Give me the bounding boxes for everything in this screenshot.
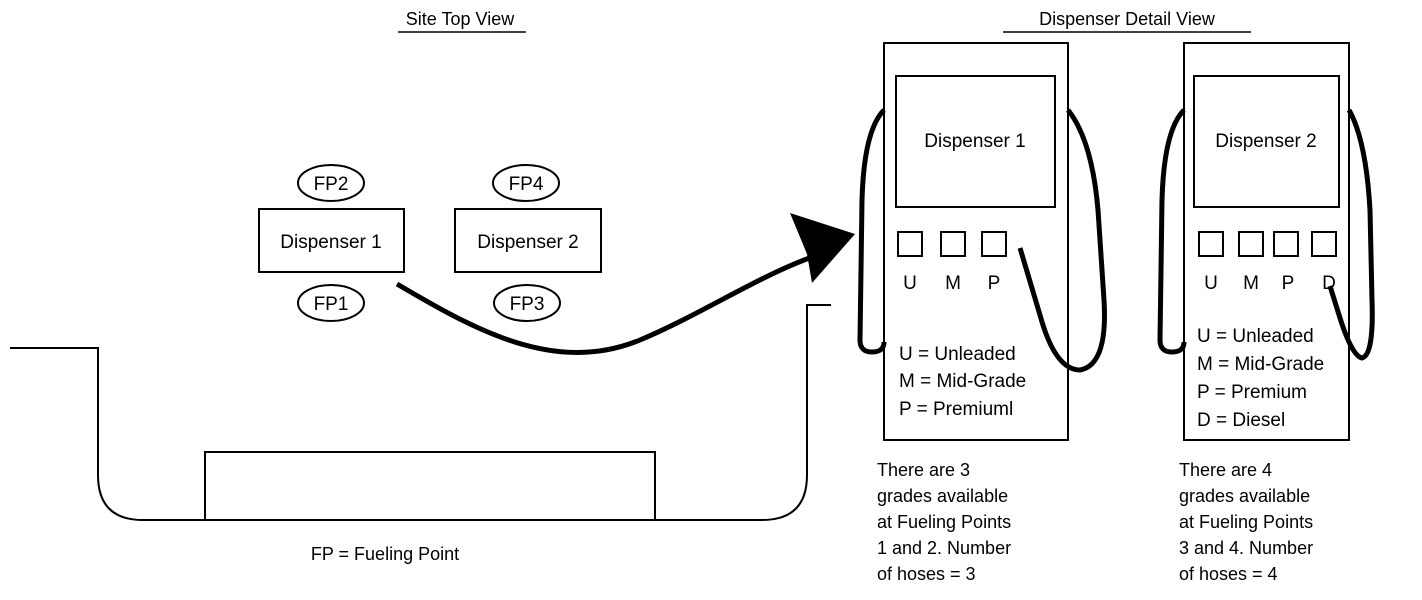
grade-label-p: P [988, 273, 1001, 294]
note-line-5: of hoses = 4 [1179, 564, 1278, 584]
key-line-1: U = Unleaded [899, 344, 1016, 365]
note-line-1: There are 3 [877, 460, 970, 480]
key-line-2: M = Mid-Grade [899, 371, 1026, 392]
grade-label-p: P [1282, 273, 1295, 294]
dispenser-1-screen [895, 75, 1056, 208]
grade-button-m [1238, 231, 1264, 257]
note-line-4: 3 and 4. Number [1179, 538, 1313, 558]
fp4-marker: FP4 [492, 164, 560, 202]
grade-button-m [940, 231, 966, 257]
fp1-marker: FP1 [297, 284, 365, 322]
dispenser-1-hose-right [1017, 108, 1107, 373]
note-line-5: of hoses = 3 [877, 564, 976, 584]
site-dispenser-1: Dispenser 1 [258, 208, 405, 273]
dispenser-1-screen-label: Dispenser 1 [924, 131, 1025, 152]
note-line-4: 1 and 2. Number [877, 538, 1011, 558]
dispenser-2-hose-left [1157, 108, 1187, 355]
note-line-1: There are 4 [1179, 460, 1272, 480]
fp-legend: FP = Fueling Point [311, 544, 459, 564]
fp2-label: FP2 [314, 174, 349, 195]
detail-dispenser-2: Dispenser 2 U M P D U = Unleaded M = Mid… [1157, 42, 1375, 584]
site-dispenser-2-label: Dispenser 2 [477, 232, 578, 253]
detail-view-title: Dispenser Detail View [1039, 9, 1216, 29]
grade-label-u: U [1204, 273, 1218, 294]
grade-label-m: M [1243, 273, 1259, 294]
detail-arrow-shaft [395, 253, 816, 355]
dispenser-2-body [1183, 42, 1350, 441]
detail-arrow-head [790, 213, 855, 283]
fp3-label: FP3 [510, 294, 545, 315]
key-line-2: M = Mid-Grade [1197, 354, 1324, 375]
grade-label-u: U [903, 273, 917, 294]
key-line-1: U = Unleaded [1197, 326, 1314, 347]
building [204, 451, 656, 521]
fp2-marker: FP2 [297, 164, 365, 202]
grade-label-m: M [945, 273, 961, 294]
note-line-3: at Fueling Points [877, 512, 1011, 532]
key-line-3: P = Premium [1197, 382, 1307, 403]
grade-button-d [1311, 231, 1337, 257]
note-line-2: grades available [877, 486, 1008, 506]
dispenser-2-hose-right [1327, 108, 1375, 361]
key-line-4: D = Diesel [1197, 410, 1285, 431]
grade-button-u [1198, 231, 1224, 257]
grade-button-p [1273, 231, 1299, 257]
detail-dispenser-1: Dispenser 1 U M P U = Unleaded M = Mid-G… [857, 42, 1107, 584]
site-view-title: Site Top View [406, 9, 515, 29]
site-dispenser-1-label: Dispenser 1 [280, 232, 381, 253]
site-dispenser-2: Dispenser 2 [454, 208, 602, 273]
dispenser-1-body [883, 42, 1069, 441]
fp1-label: FP1 [314, 294, 349, 315]
note-line-3: at Fueling Points [1179, 512, 1313, 532]
fp3-marker: FP3 [493, 284, 561, 322]
grade-button-p [981, 231, 1007, 257]
dispenser-1-hose-left [857, 108, 887, 355]
grade-button-u [897, 231, 923, 257]
note-line-2: grades available [1179, 486, 1310, 506]
key-line-3: P = Premiuml [899, 399, 1013, 420]
dispenser-2-screen [1193, 75, 1340, 208]
fp4-label: FP4 [509, 174, 544, 195]
site-outline [10, 304, 831, 521]
dispenser-2-screen-label: Dispenser 2 [1215, 131, 1316, 152]
